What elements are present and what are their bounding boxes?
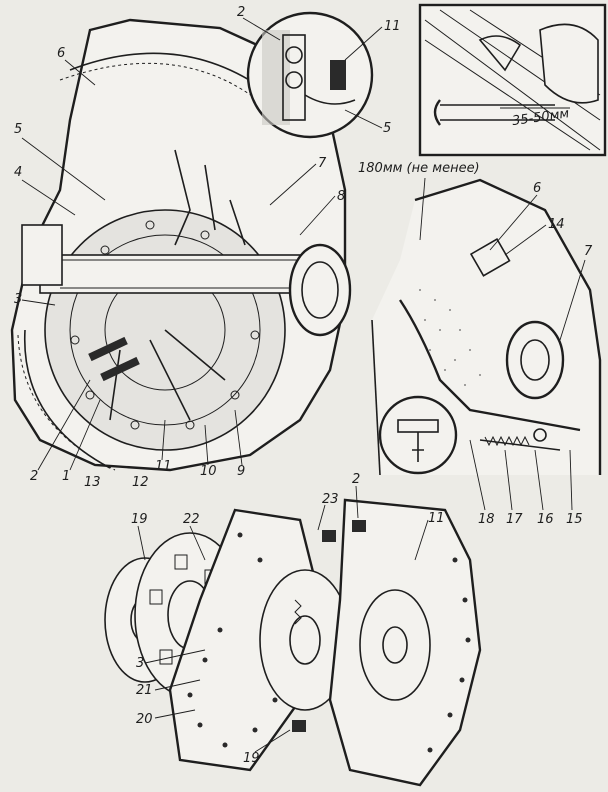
callout-4: 4 bbox=[14, 165, 22, 180]
callout-detail-11: 11 bbox=[384, 19, 401, 34]
callout-5: 5 bbox=[14, 122, 22, 137]
callout-detail-5: 5 bbox=[383, 121, 391, 136]
main-clutch-cutaway bbox=[10, 18, 352, 472]
callout-11: 11 bbox=[155, 459, 172, 474]
callout-linkage-16: 16 bbox=[537, 512, 554, 527]
exploded-callouts: 19 22 23 2 11 3 21 20 19 bbox=[131, 472, 445, 766]
callout-exploded-11: 11 bbox=[428, 511, 445, 526]
callout-exploded-20: 20 bbox=[136, 712, 153, 727]
callout-exploded-23: 23 bbox=[322, 492, 339, 507]
exploded-disc-view bbox=[104, 498, 482, 787]
callout-10: 10 bbox=[200, 464, 217, 479]
callout-exploded-19b: 19 bbox=[243, 751, 260, 766]
pedal-linkage-view bbox=[371, 178, 602, 476]
linkage-callouts: 180мм (не менее) 6 14 7 18 17 16 15 bbox=[358, 161, 593, 527]
callout-12: 12 bbox=[132, 475, 149, 490]
callout-linkage-18: 18 bbox=[478, 512, 495, 527]
callout-exploded-21: 21 bbox=[136, 683, 153, 698]
callout-3: 3 bbox=[14, 292, 22, 307]
callout-1: 1 bbox=[62, 469, 70, 484]
callout-8: 8 bbox=[337, 189, 345, 204]
callout-linkage-6: 6 bbox=[533, 181, 541, 196]
callout-6: 6 bbox=[57, 46, 65, 61]
callout-exploded-22: 22 bbox=[183, 512, 200, 527]
callout-13: 13 bbox=[84, 475, 101, 490]
callout-exploded-2: 2 bbox=[352, 472, 360, 487]
callout-linkage-14: 14 bbox=[548, 217, 565, 232]
callout-exploded-19: 19 bbox=[131, 512, 148, 527]
callout-exploded-3: 3 bbox=[136, 656, 144, 671]
callout-9: 9 bbox=[237, 464, 245, 479]
detail-callouts: 2 11 5 bbox=[237, 5, 401, 136]
callout-linkage-15: 15 bbox=[566, 512, 583, 527]
hand-measurement-inset: 35-50мм bbox=[418, 3, 607, 157]
callout-2: 2 bbox=[30, 469, 38, 484]
callout-linkage-17: 17 bbox=[506, 512, 523, 527]
main-callouts: 6 5 4 3 2 1 13 12 11 10 9 8 7 bbox=[14, 46, 345, 490]
bearing-detail-inset bbox=[246, 11, 374, 139]
callout-detail-2: 2 bbox=[237, 5, 245, 20]
min-distance-label: 180мм (не менее) bbox=[358, 161, 480, 176]
callout-7: 7 bbox=[318, 156, 327, 171]
callout-linkage-7: 7 bbox=[584, 244, 593, 259]
